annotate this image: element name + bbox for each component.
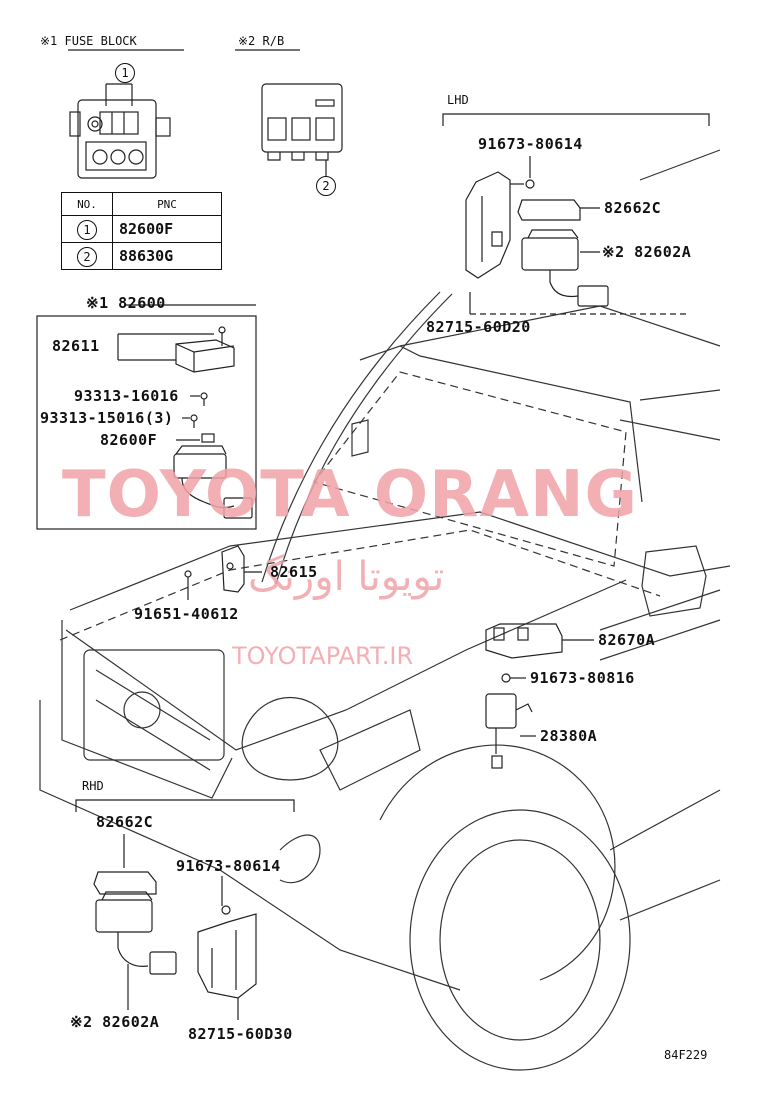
rhd-relay-82602a <box>95 891 177 975</box>
rhd-cover-82662c <box>93 871 157 895</box>
watermark-url: TOYOTAPART.IR <box>232 642 414 670</box>
part-label-82600f: 82600F <box>100 431 158 449</box>
part-label-93313-15016: 93313-15016(3) <box>40 409 174 427</box>
watermark-arabic: تویوتا اورنگ <box>248 554 445 600</box>
bracket-82670a <box>485 623 563 659</box>
rhd-header: RHD <box>82 779 104 793</box>
pnc-table-header-no: NO. <box>61 192 113 216</box>
part-label-91673-80614-rhd: 91673-80614 <box>176 857 281 875</box>
part-label-82602a-rhd: ※2 82602A <box>70 1013 160 1031</box>
part-label-82662c-lhd: 82662C <box>604 199 662 217</box>
pnc-table: NO. PNC 1 82600F 2 88630G <box>61 192 222 270</box>
part-label-82615: 82615 <box>270 563 318 581</box>
fuse-block-callout: 1 <box>115 63 135 83</box>
row-pnc: 82600F <box>112 215 222 243</box>
fuse-block-header: ※1 FUSE BLOCK <box>40 34 137 48</box>
part-label-82670a: 82670A <box>598 631 656 649</box>
relay-82600f <box>173 445 253 519</box>
lhd-relay-82602a <box>521 229 609 307</box>
part-label-82602a-lhd: ※2 82602A <box>602 243 692 261</box>
pnc-table-header-pnc: PNC <box>112 192 222 216</box>
row-pnc: 88630G <box>112 242 222 270</box>
bracket-82615 <box>221 545 245 593</box>
table-row: 1 82600F <box>61 215 222 243</box>
part-label-82662c-rhd: 82662C <box>96 813 154 831</box>
assembly-header: ※1 82600 <box>86 294 166 312</box>
figure-code: 84F229 <box>664 1048 708 1062</box>
vehicle-outline-drawing <box>39 149 731 1071</box>
part-label-91673-80816: 91673-80816 <box>530 669 635 687</box>
watermark-brand: TOYOTA ORANG <box>62 458 639 532</box>
part-label-82611: 82611 <box>52 337 100 355</box>
relay-block-drawing <box>261 83 343 178</box>
part-label-91651-40612: 91651-40612 <box>134 605 239 623</box>
lhd-cover-82662c <box>517 199 581 221</box>
relay-28380a <box>485 693 533 769</box>
lhd-bracket-drawing <box>465 171 535 279</box>
row-number: 1 <box>77 219 97 240</box>
part-label-82715-60d30: 82715-60D30 <box>188 1025 293 1043</box>
table-row: 2 88630G <box>61 242 222 270</box>
rb-header: ※2 R/B <box>238 34 285 48</box>
row-number: 2 <box>77 246 97 267</box>
rhd-bracket-drawing <box>197 913 257 999</box>
part-label-28380a: 28380A <box>540 727 598 745</box>
part-label-91673-80614-lhd: 91673-80614 <box>478 135 583 153</box>
lhd-header: LHD <box>447 93 469 107</box>
part-label-82715-60d20: 82715-60D20 <box>426 318 531 336</box>
fuse-block-drawing <box>69 83 171 179</box>
part-label-93313-16016: 93313-16016 <box>74 387 179 405</box>
rb-callout: 2 <box>316 176 336 196</box>
module-82611 <box>175 326 235 373</box>
